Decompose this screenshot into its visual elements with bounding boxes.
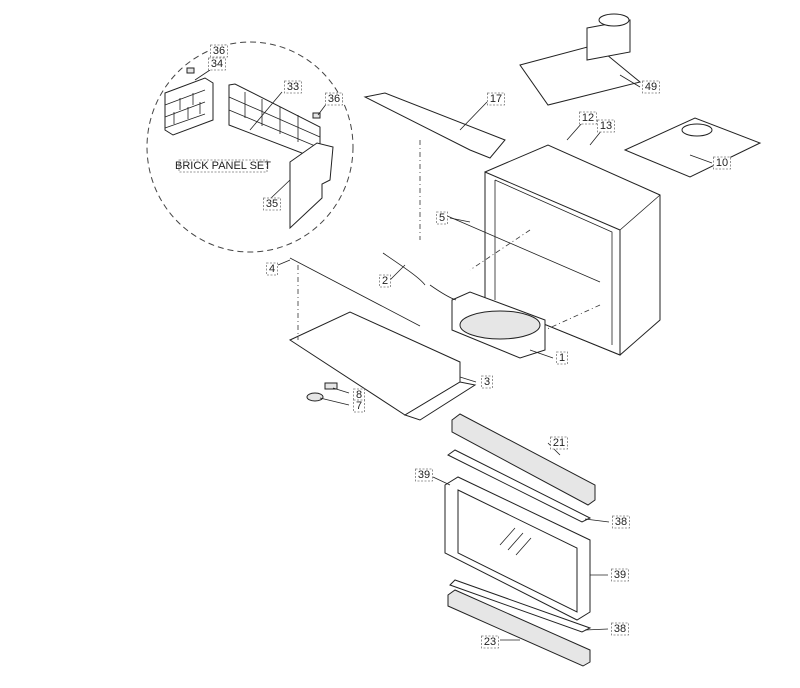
- callout-box: [612, 515, 630, 529]
- callout-box: [266, 262, 278, 276]
- callout-number: 5: [439, 212, 445, 224]
- base-pan-3: [288, 257, 477, 421]
- callout-number: 8: [356, 389, 362, 401]
- callout-3: 3: [481, 375, 493, 389]
- callout-number: 36: [328, 93, 340, 105]
- callout-box: [713, 156, 731, 170]
- callout-21: 21: [550, 436, 568, 450]
- callout-39: 39: [415, 468, 433, 482]
- trim-23: [447, 589, 591, 667]
- callout-number: 49: [645, 81, 657, 93]
- callout-box: [487, 92, 505, 106]
- trim-21: [451, 413, 596, 506]
- brick-panel-set-label: BRICK PANEL SET: [175, 159, 271, 173]
- callout-39: 39: [611, 568, 629, 582]
- callout-box: [611, 622, 629, 636]
- callout-box: [353, 399, 365, 413]
- callout-number: 23: [484, 636, 496, 648]
- callout-13: 13: [597, 119, 615, 133]
- callout-number: 38: [615, 516, 627, 528]
- channel-38-top: [447, 449, 592, 523]
- callout-number: 17: [490, 93, 502, 105]
- brick-panel-inset-circle: [146, 41, 354, 253]
- callout-box: [436, 211, 448, 225]
- callout-box: [642, 80, 660, 94]
- callout-number: 38: [614, 623, 626, 635]
- brick-panel-back: [228, 83, 321, 161]
- callout-box: [415, 468, 433, 482]
- firebox: [444, 144, 661, 356]
- callout-box: [178, 159, 268, 173]
- callout-2: 2: [379, 274, 391, 288]
- callout-box: [325, 92, 343, 106]
- callout-number: 39: [614, 569, 626, 581]
- callout-box: [556, 351, 568, 365]
- top-baffle-17: [363, 92, 506, 159]
- callout-box: [597, 119, 615, 133]
- rod-5: [444, 214, 601, 283]
- blower-1: [451, 291, 546, 359]
- callout-35: 35: [263, 197, 281, 211]
- callout-number: 39: [418, 469, 430, 481]
- callout-box: [550, 436, 568, 450]
- callout-49: 49: [642, 80, 660, 94]
- callout-box: [210, 44, 228, 58]
- callout-box: [481, 375, 493, 389]
- brick-panel-left: [164, 77, 214, 136]
- callout-7: 7: [353, 399, 365, 413]
- callout-17: 17: [487, 92, 505, 106]
- callout-36: 36: [210, 44, 228, 58]
- callout-38: 38: [612, 515, 630, 529]
- callout-10: 10: [713, 156, 731, 170]
- callout-box: [208, 57, 226, 71]
- callout-34: 34: [208, 57, 226, 71]
- callout-number: 2: [382, 275, 388, 287]
- callout-box: [263, 197, 281, 211]
- callout-12: 12: [579, 111, 597, 125]
- callout-box: [611, 568, 629, 582]
- callout-number: 4: [269, 263, 275, 275]
- callout-box: [284, 80, 302, 94]
- callout-33: 33: [284, 80, 302, 94]
- callout-38: 38: [611, 622, 629, 636]
- callout-number: 1: [559, 352, 565, 364]
- callout-23: 23: [481, 635, 499, 649]
- callout-number: 12: [582, 112, 594, 124]
- callout-number: 7: [356, 400, 362, 412]
- callout-number: 13: [600, 120, 612, 132]
- callout-number: 33: [287, 81, 299, 93]
- part-7: [306, 392, 324, 402]
- assembly-lines: [297, 140, 601, 340]
- callout-number: 34: [211, 58, 223, 70]
- clip-36b: [312, 112, 321, 119]
- leader-lines: [194, 69, 713, 641]
- callout-4: 4: [266, 262, 278, 276]
- callout-number: 21: [553, 437, 565, 449]
- power-cord-2: [382, 252, 457, 301]
- callout-box: [481, 635, 499, 649]
- vent-collar-49: [519, 13, 642, 106]
- callout-5: 5: [436, 211, 448, 225]
- callout-number: 3: [484, 376, 490, 388]
- part-8: [324, 382, 338, 390]
- rod-4: [289, 257, 421, 327]
- callout-number: 10: [716, 157, 728, 169]
- callout-number: BRICK PANEL SET: [175, 160, 271, 172]
- callout-number: 36: [213, 45, 225, 57]
- callout-36: 36: [325, 92, 343, 106]
- brick-panel-right: [289, 142, 334, 230]
- callout-box: [579, 111, 597, 125]
- callout-box: [379, 274, 391, 288]
- channel-38-bottom: [449, 579, 592, 633]
- glass-panel-39: [444, 476, 591, 621]
- vent-plate-10: [623, 117, 762, 178]
- clip-36: [186, 67, 195, 74]
- callout-1: 1: [556, 351, 568, 365]
- callout-number: 35: [266, 198, 278, 210]
